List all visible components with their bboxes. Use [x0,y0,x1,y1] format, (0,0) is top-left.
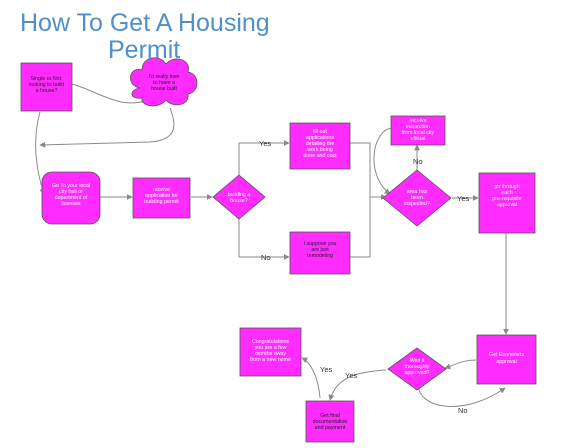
node-receive-app-line-1: receive [153,187,170,193]
node-remodel-line-2: are just [311,247,329,253]
node-examiners-line-2: approval [496,359,516,365]
node-love-line-1: I'd really love [149,74,180,80]
edge-label-no-inspect: No [413,157,423,166]
node-prereq-line-2: each [501,190,513,196]
node-congrats-line-3: months away [255,351,287,357]
node-single-line-3: a house? [36,88,58,94]
node-love-line-3: house built [151,86,177,92]
edge-building-to-remodel [238,219,290,260]
node-prereq-line-3: pre-requisite [492,196,521,202]
edge-label-yes-final: Yes [345,371,357,380]
node-goto-line-2: city hall or [59,189,83,195]
node-goto-line-3: department of [55,195,88,201]
edge-love-to-goto [39,107,175,148]
edge-receive-insp-back [373,127,393,195]
edge-approved-no-loop [417,384,506,408]
node-final-line-2: documentation [313,419,348,425]
node-fill-line-1: fill out [313,129,327,135]
edges [35,83,509,408]
node-fill-line-5: done and cost [303,153,337,159]
node-final-line-3: and payment [315,425,346,431]
node-inspected-line-3: inspected? [404,201,430,207]
edge-final-to-congrats [301,357,321,399]
node-receive-app-line-3: building permit [144,199,179,205]
edge-single-to-love [71,83,149,105]
node-goto-line-4: licenses [61,201,80,207]
page-title-line-1: How To Get A Housing [20,9,270,37]
edge-approved-to-final [328,369,387,401]
edge-examiners-to-approved [444,359,477,370]
node-remodel-line-1: I suppose you [304,241,337,247]
edge-building-to-fill [238,140,290,175]
node-single-line-2: looking to build [29,82,64,88]
node-receive-app-line-2: application for [145,193,178,199]
edge-label-yes-prereq: Yes [457,194,469,203]
node-congrats-line-4: from a new home [250,357,291,363]
node-goto-line-1: Go To your local [52,183,90,189]
edge-label-yes-fill: Yes [259,139,271,148]
node-remodel-line-3: remodeling [307,253,333,259]
node-approved-line-2: thoroughly [405,364,430,370]
node-prereq-line-1: go through [494,184,519,190]
node-fill-line-4: work being [307,147,333,153]
node-approved-line-3: approved? [404,370,429,376]
node-final-line-1: Get final [320,413,340,419]
node-approved-line-1: Was it [410,358,425,364]
node-receive-insp-line-4: official [411,136,426,142]
edge-labels: Yes No No Yes Yes Yes No [259,139,469,415]
node-building-line-1: building a [228,192,251,198]
edge-fill-to-inspected [350,142,387,200]
node-congrats-line-1: Congratulations [252,339,289,345]
node-receive-insp-line-2: inspection [406,124,430,130]
node-receive-insp-line-3: from local city [402,130,435,136]
node-congrats-line-2: you are a few [255,345,287,351]
node-fill-line-2: applications [306,135,334,141]
node-single-line-1: Single or Not, [30,76,62,82]
node-prereq-line-4: approval [497,202,517,208]
node-inspected-line-2: been [411,195,423,201]
node-inspected-line-1: area has [407,189,428,195]
edge-label-yes-congrats: Yes [320,365,332,374]
edge-remodel-to-inspected [350,197,371,258]
page-title-line-2: Permit [108,36,181,64]
node-fill-line-3: detailing the [306,141,335,147]
node-examiners-line-1: Get Examiners [489,352,524,358]
edge-label-no-remodel: No [261,253,271,262]
node-building-line-2: house? [230,198,247,204]
edge-label-no-approved: No [458,406,468,415]
node-receive-insp-line-1: receive [409,118,426,124]
node-love-line-2: to have a [153,80,175,86]
